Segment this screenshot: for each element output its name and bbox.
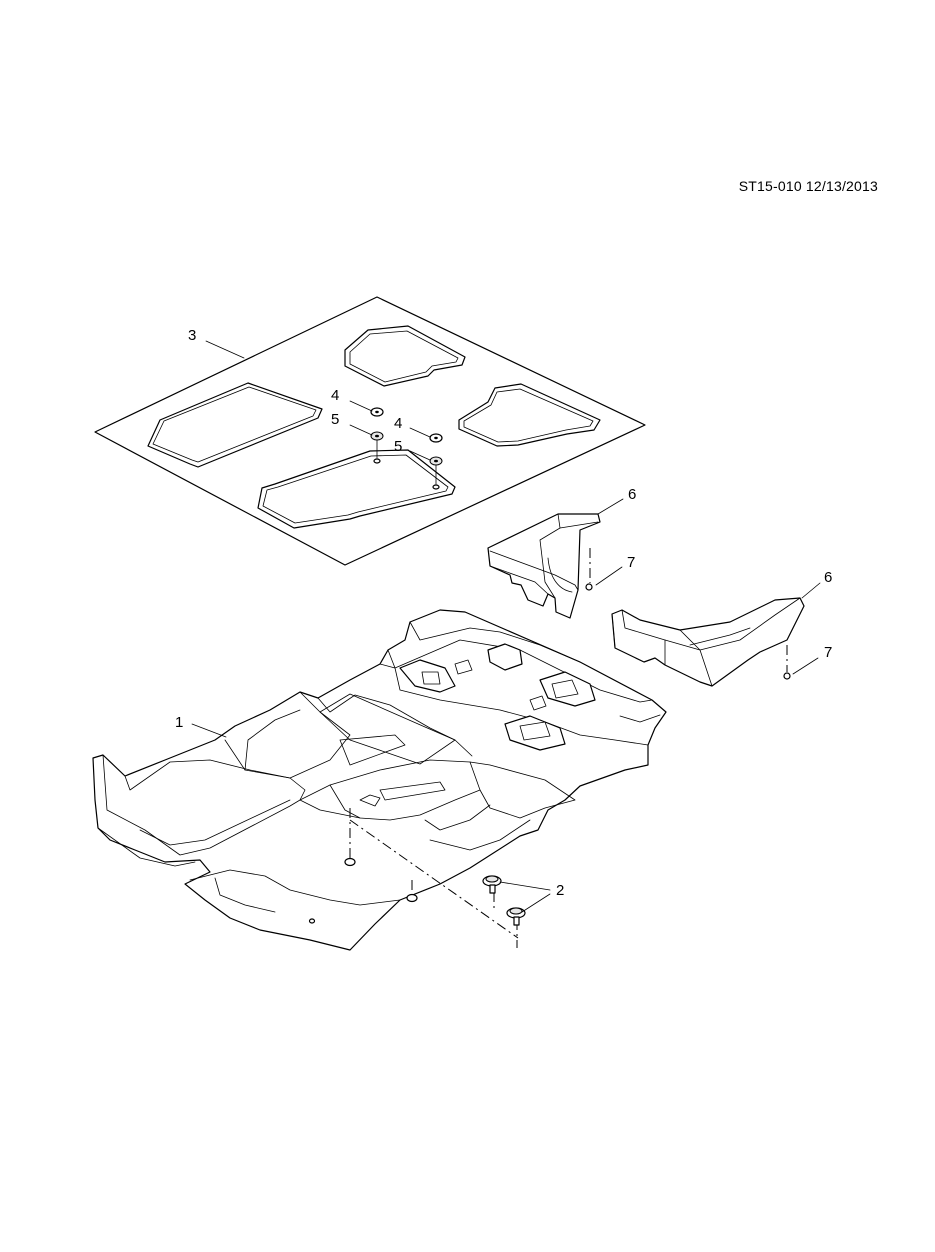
callout-3: 3 xyxy=(188,327,196,344)
floor-mat-set xyxy=(94,296,646,566)
carpet-hole-right xyxy=(406,893,418,903)
mat-set-panel xyxy=(94,296,646,566)
storage-tray-upper xyxy=(487,513,601,619)
rear-pad-center xyxy=(487,643,523,671)
callout-6-b: 6 xyxy=(824,569,832,586)
rear-pad-left xyxy=(399,659,456,693)
rear-right-mat xyxy=(458,383,601,447)
callout-2: 2 xyxy=(556,882,564,899)
storage-tray-lower xyxy=(611,597,805,687)
alignment-line-2 xyxy=(349,819,519,939)
front-right-mat xyxy=(344,325,466,387)
rear-pad-lower xyxy=(504,715,566,751)
diagram-reference: ST15-010 12/13/2013 xyxy=(738,178,878,194)
rear-left-mat xyxy=(257,449,456,529)
callout-7-b: 7 xyxy=(824,644,832,661)
callout-7-a: 7 xyxy=(627,554,635,571)
callout-4-a: 4 xyxy=(331,387,339,404)
leader-lines xyxy=(191,340,821,913)
callout-6-a: 6 xyxy=(628,486,636,503)
mat-grommets xyxy=(370,407,443,490)
carpet-hole-edge xyxy=(308,918,316,924)
callout-5-a: 5 xyxy=(331,411,339,428)
rear-pad-right xyxy=(539,671,596,707)
carpet-fasteners xyxy=(482,875,526,926)
carpet-hole-left xyxy=(344,857,356,867)
callouts: 3 4 5 4 5 6 7 6 7 1 2 xyxy=(175,327,832,899)
tray-clip-lower xyxy=(783,672,791,680)
floor-carpet xyxy=(92,609,667,951)
callout-4-b: 4 xyxy=(394,415,402,432)
tray-clip-upper xyxy=(585,583,593,591)
callout-1: 1 xyxy=(175,714,183,731)
front-left-mat xyxy=(147,382,323,468)
callout-5-b: 5 xyxy=(394,438,402,455)
